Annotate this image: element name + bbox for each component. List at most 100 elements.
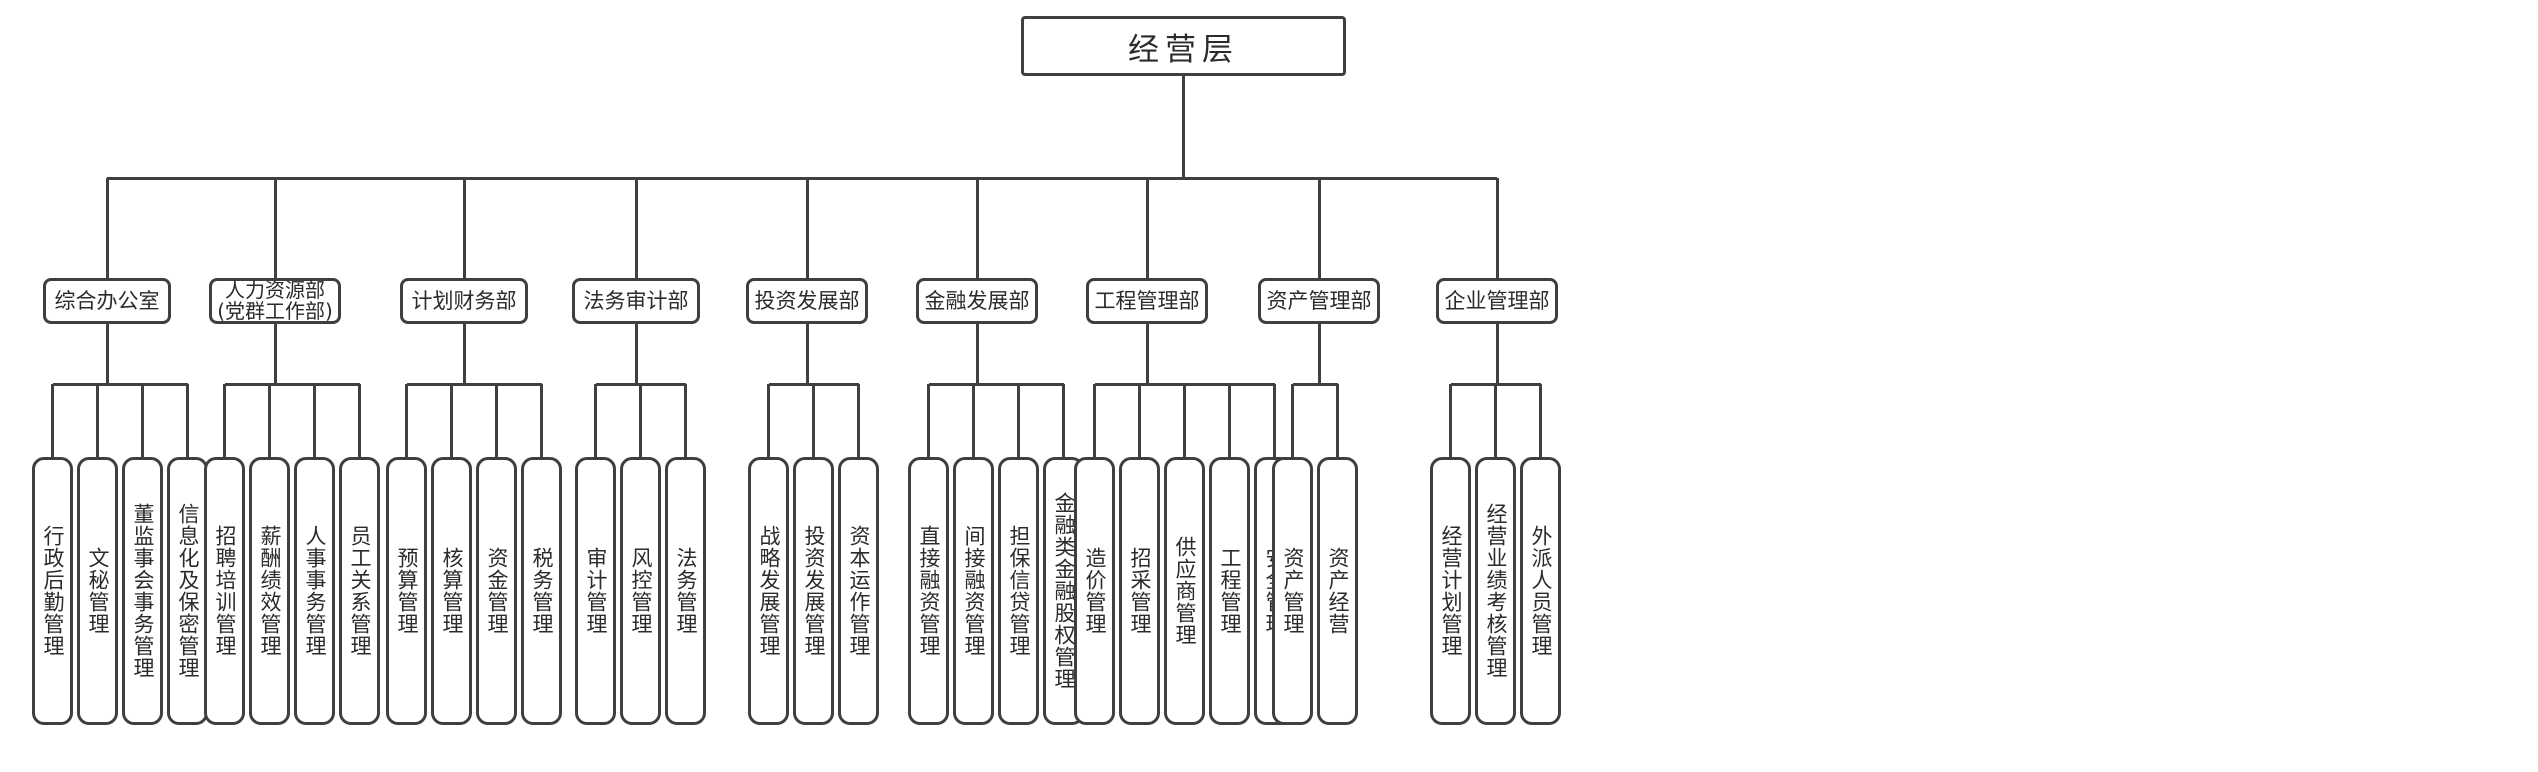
department-node-9[interactable]: 企业管理部 (1436, 278, 1558, 324)
leaf-node-3-4[interactable]: 税务管理 (521, 457, 562, 725)
leaf-label: 供应商管理 (1173, 536, 1197, 646)
leaf-node-8-2[interactable]: 资产经营 (1317, 457, 1358, 725)
leaf-label: 担保信贷管理 (1007, 525, 1031, 657)
leaf-node-6-2[interactable]: 间接融资管理 (953, 457, 994, 725)
department-node-3[interactable]: 计划财务部 (400, 278, 528, 324)
department-stub-6 (975, 324, 979, 384)
leaf-node-7-4[interactable]: 工程管理 (1209, 457, 1250, 725)
department-label: 工程管理部 (1094, 288, 1200, 313)
department-node-2[interactable]: 人力资源部(党群工作部) (209, 278, 341, 324)
root-node-label: 经营层 (1128, 31, 1239, 68)
department-node-5[interactable]: 投资发展部 (746, 278, 868, 324)
leaf-node-1-3[interactable]: 董监事会事务管理 (122, 457, 163, 725)
department-bus-3 (406, 382, 542, 386)
leaf-label: 行政后勤管理 (41, 525, 65, 657)
leaf-drop-6-2 (972, 384, 975, 457)
root-node-management-level[interactable]: 经营层 (1021, 16, 1346, 76)
leaf-drop-9-2 (1494, 384, 1497, 457)
leaf-drop-1-4 (186, 384, 189, 457)
department-drop-2 (273, 178, 277, 278)
department-label: 法务审计部 (583, 288, 689, 313)
department-label: 金融发展部 (924, 288, 1030, 313)
leaf-label: 董监事会事务管理 (131, 503, 155, 679)
leaf-node-4-2[interactable]: 风控管理 (620, 457, 661, 725)
leaf-drop-3-2 (450, 384, 453, 457)
department-label: 企业管理部 (1444, 288, 1550, 313)
leaf-node-8-1[interactable]: 资产管理 (1272, 457, 1313, 725)
leaf-label: 经营计划管理 (1439, 525, 1463, 657)
department-drop-6 (975, 178, 979, 278)
department-stub-2 (273, 324, 277, 384)
leaf-node-1-1[interactable]: 行政后勤管理 (32, 457, 73, 725)
leaf-label: 战略发展管理 (757, 525, 781, 657)
department-stub-7 (1145, 324, 1149, 384)
department-drop-5 (805, 178, 809, 278)
leaf-drop-9-1 (1449, 384, 1452, 457)
department-drop-9 (1495, 178, 1499, 278)
leaf-label: 人事事务管理 (303, 525, 327, 657)
leaf-node-5-3[interactable]: 资本运作管理 (838, 457, 879, 725)
leaf-node-5-2[interactable]: 投资发展管理 (793, 457, 834, 725)
leaf-drop-4-2 (639, 384, 642, 457)
leaf-node-5-1[interactable]: 战略发展管理 (748, 457, 789, 725)
leaf-label: 信息化及保密管理 (176, 503, 200, 679)
department-node-8[interactable]: 资产管理部 (1258, 278, 1380, 324)
leaf-label: 预算管理 (395, 547, 419, 635)
leaf-node-7-2[interactable]: 招采管理 (1119, 457, 1160, 725)
leaf-node-2-2[interactable]: 薪酬绩效管理 (249, 457, 290, 725)
leaf-node-9-2[interactable]: 经营业绩考核管理 (1475, 457, 1516, 725)
leaf-drop-9-3 (1539, 384, 1542, 457)
leaf-drop-8-2 (1336, 384, 1339, 457)
leaf-node-3-2[interactable]: 核算管理 (431, 457, 472, 725)
root-stub (1181, 76, 1185, 178)
department-bus-8 (1292, 382, 1338, 386)
leaf-drop-5-1 (767, 384, 770, 457)
leaf-drop-7-5 (1273, 384, 1276, 457)
leaf-node-1-4[interactable]: 信息化及保密管理 (167, 457, 208, 725)
leaf-drop-7-2 (1138, 384, 1141, 457)
leaf-drop-2-4 (358, 384, 361, 457)
leaf-label: 税务管理 (530, 547, 554, 635)
leaf-node-2-4[interactable]: 员工关系管理 (339, 457, 380, 725)
leaf-drop-8-1 (1291, 384, 1294, 457)
leaf-node-9-3[interactable]: 外派人员管理 (1520, 457, 1561, 725)
leaf-node-2-3[interactable]: 人事事务管理 (294, 457, 335, 725)
department-drop-1 (105, 178, 109, 278)
department-drop-8 (1317, 178, 1321, 278)
department-label: 资产管理部 (1266, 288, 1372, 313)
department-node-6[interactable]: 金融发展部 (916, 278, 1038, 324)
leaf-node-4-1[interactable]: 审计管理 (575, 457, 616, 725)
leaf-node-7-3[interactable]: 供应商管理 (1164, 457, 1205, 725)
department-label-secondary: (党群工作部) (217, 299, 333, 323)
department-stub-4 (634, 324, 638, 384)
leaf-drop-7-4 (1228, 384, 1231, 457)
leaf-label: 外派人员管理 (1529, 525, 1553, 657)
leaf-label: 资金管理 (485, 547, 509, 635)
department-bus-1 (52, 382, 188, 386)
leaf-label: 员工关系管理 (348, 525, 372, 657)
leaf-node-2-1[interactable]: 招聘培训管理 (204, 457, 245, 725)
leaf-node-6-3[interactable]: 担保信贷管理 (998, 457, 1039, 725)
leaf-node-3-1[interactable]: 预算管理 (386, 457, 427, 725)
department-node-4[interactable]: 法务审计部 (572, 278, 700, 324)
leaf-node-6-1[interactable]: 直接融资管理 (908, 457, 949, 725)
leaf-drop-1-2 (96, 384, 99, 457)
leaf-node-9-1[interactable]: 经营计划管理 (1430, 457, 1471, 725)
department-label: 综合办公室 (54, 288, 160, 313)
leaf-node-7-1[interactable]: 造价管理 (1074, 457, 1115, 725)
leaf-label: 招聘培训管理 (213, 525, 237, 657)
leaf-label: 经营业绩考核管理 (1484, 503, 1508, 679)
leaf-node-4-3[interactable]: 法务管理 (665, 457, 706, 725)
leaf-label: 间接融资管理 (962, 525, 986, 657)
department-node-1[interactable]: 综合办公室 (43, 278, 171, 324)
leaf-label: 造价管理 (1083, 547, 1107, 635)
leaf-label: 资产管理 (1281, 547, 1305, 635)
leaf-label: 资产经营 (1326, 547, 1350, 635)
leaf-drop-1-3 (141, 384, 144, 457)
department-node-7[interactable]: 工程管理部 (1086, 278, 1208, 324)
department-stub-9 (1495, 324, 1499, 384)
leaf-node-3-3[interactable]: 资金管理 (476, 457, 517, 725)
leaf-node-1-2[interactable]: 文秘管理 (77, 457, 118, 725)
department-bus-6 (928, 382, 1064, 386)
leaf-drop-3-1 (405, 384, 408, 457)
